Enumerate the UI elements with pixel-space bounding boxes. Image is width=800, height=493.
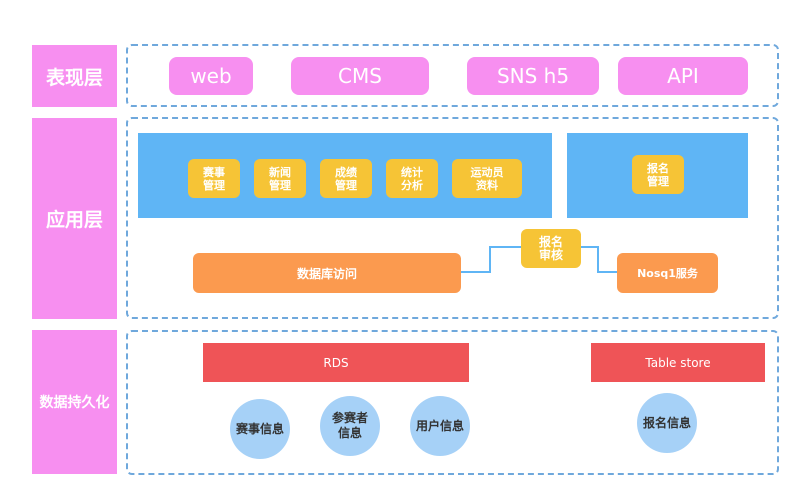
layer-label-persistence: 数据持久化: [32, 330, 117, 474]
module-news-management: 新闻 管理: [254, 159, 306, 198]
signup-review-box: 报名 审核: [521, 229, 581, 268]
data-item-user-info: 用户信息: [410, 396, 470, 456]
module-statistics-analysis: 统计 分析: [386, 159, 438, 198]
application-layer-frame: [126, 117, 779, 319]
presentation-item-api: API: [618, 57, 748, 95]
presentation-layer-frame: [126, 44, 779, 107]
layer-label-application: 应用层: [32, 118, 117, 319]
presentation-item-sns-h5: SNS h5: [467, 57, 599, 95]
data-item-participant-info: 参赛者 信息: [320, 396, 380, 456]
rds-bar: RDS: [203, 343, 469, 382]
module-signup-management: 报名 管理: [632, 155, 684, 194]
nosql-service-box: Nosq1服务: [617, 253, 718, 293]
module-athlete-profile: 运动员 资料: [452, 159, 522, 198]
module-event-management: 赛事 管理: [188, 159, 240, 198]
db-access-box: 数据库访问: [193, 253, 461, 293]
layer-label-presentation: 表现层: [32, 45, 117, 107]
table-store-bar: Table store: [591, 343, 765, 382]
presentation-item-web: web: [169, 57, 253, 95]
persistence-layer-frame: [126, 330, 779, 475]
module-score-management: 成绩 管理: [320, 159, 372, 198]
connector-db-to-review: [461, 246, 521, 273]
data-item-signup-info: 报名信息: [637, 393, 697, 453]
connector-review-to-nosql: [581, 246, 617, 273]
data-item-event-info: 赛事信息: [230, 399, 290, 459]
presentation-item-cms: CMS: [291, 57, 429, 95]
